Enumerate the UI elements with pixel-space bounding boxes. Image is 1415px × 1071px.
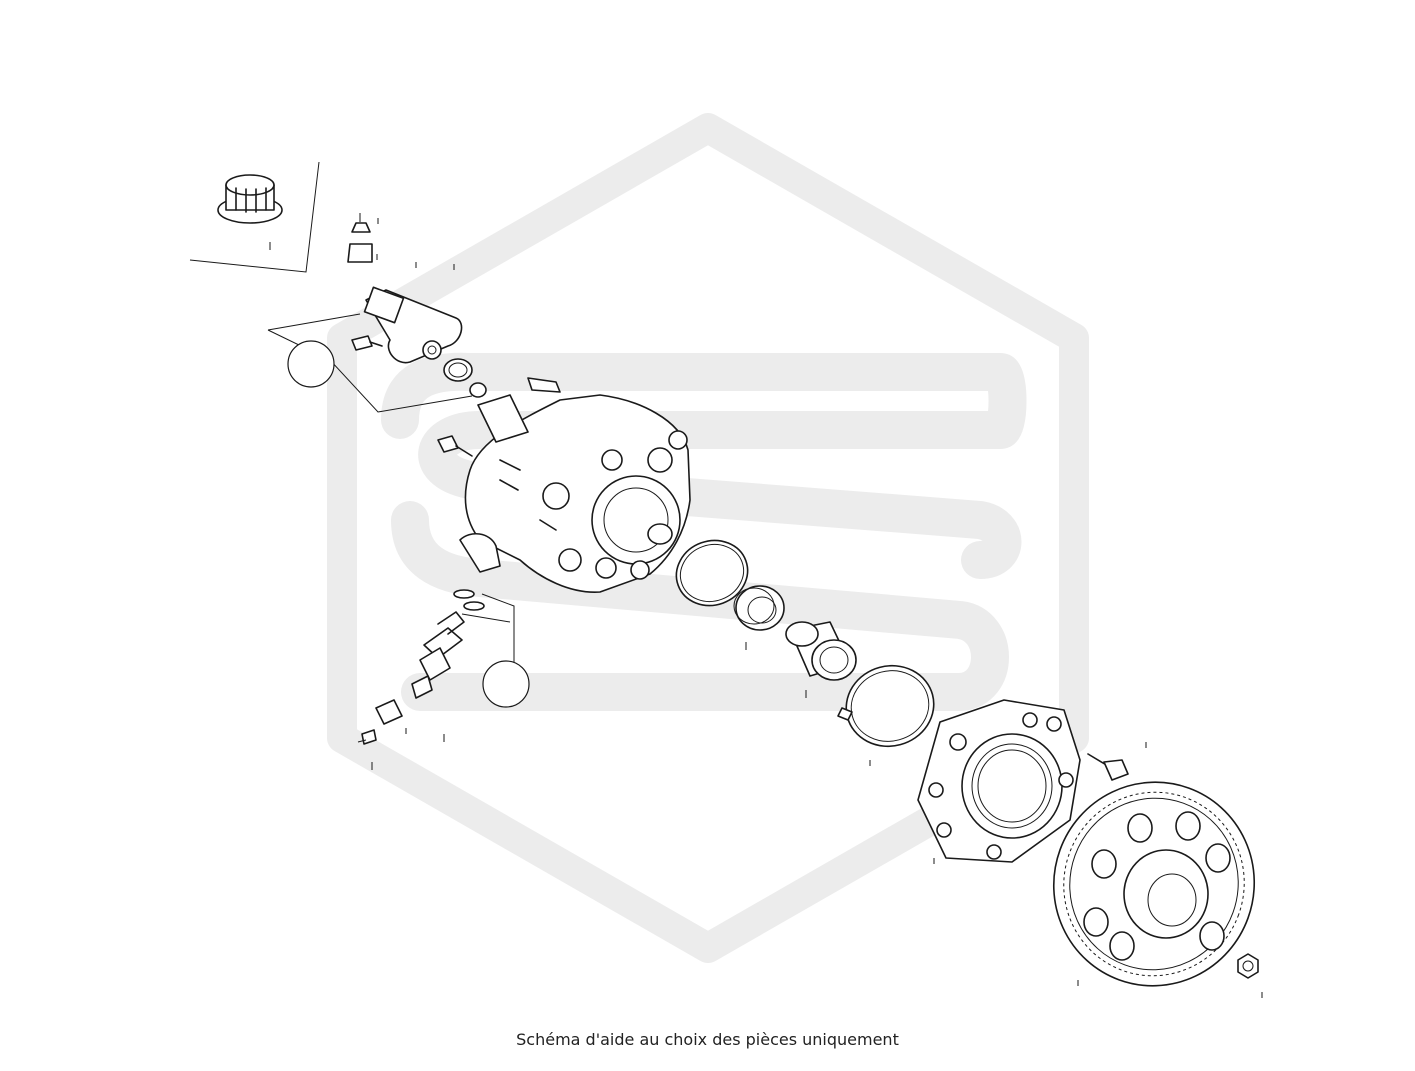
high-pressure-pump-part[interactable]: [459, 377, 691, 593]
index-ticks: [269, 218, 1263, 998]
metering-valve-part[interactable]: [363, 286, 463, 364]
pressure-sensor-part[interactable]: [411, 611, 465, 699]
gear-bolt-part[interactable]: [1087, 753, 1129, 781]
bolt-small-part[interactable]: [351, 335, 383, 351]
callout-2[interactable]: [461, 593, 530, 708]
caption-text: Schéma d'aide au choix des pièces unique…: [516, 1030, 899, 1049]
splined-coupling-part[interactable]: [733, 585, 785, 631]
snap-ring-part[interactable]: [837, 656, 943, 756]
filler-cap-part[interactable]: [217, 174, 283, 224]
drive-gear-part[interactable]: [1025, 754, 1283, 1014]
mounting-flange-part[interactable]: [917, 699, 1081, 863]
connector-plug-top[interactable]: [347, 213, 373, 263]
connector-plug-bottom[interactable]: [357, 699, 403, 745]
large-o-ring-part[interactable]: [667, 531, 757, 616]
callout-1[interactable]: [267, 313, 473, 413]
inset-frame: [189, 161, 320, 273]
watermark-logo: [327, 113, 1089, 963]
sensor-o-rings-part[interactable]: [453, 589, 485, 611]
bearing-sleeve-part[interactable]: [785, 621, 857, 681]
pump-bolt-part[interactable]: [437, 435, 473, 457]
o-ring-part[interactable]: [443, 358, 487, 398]
nut-part[interactable]: [1237, 953, 1259, 979]
